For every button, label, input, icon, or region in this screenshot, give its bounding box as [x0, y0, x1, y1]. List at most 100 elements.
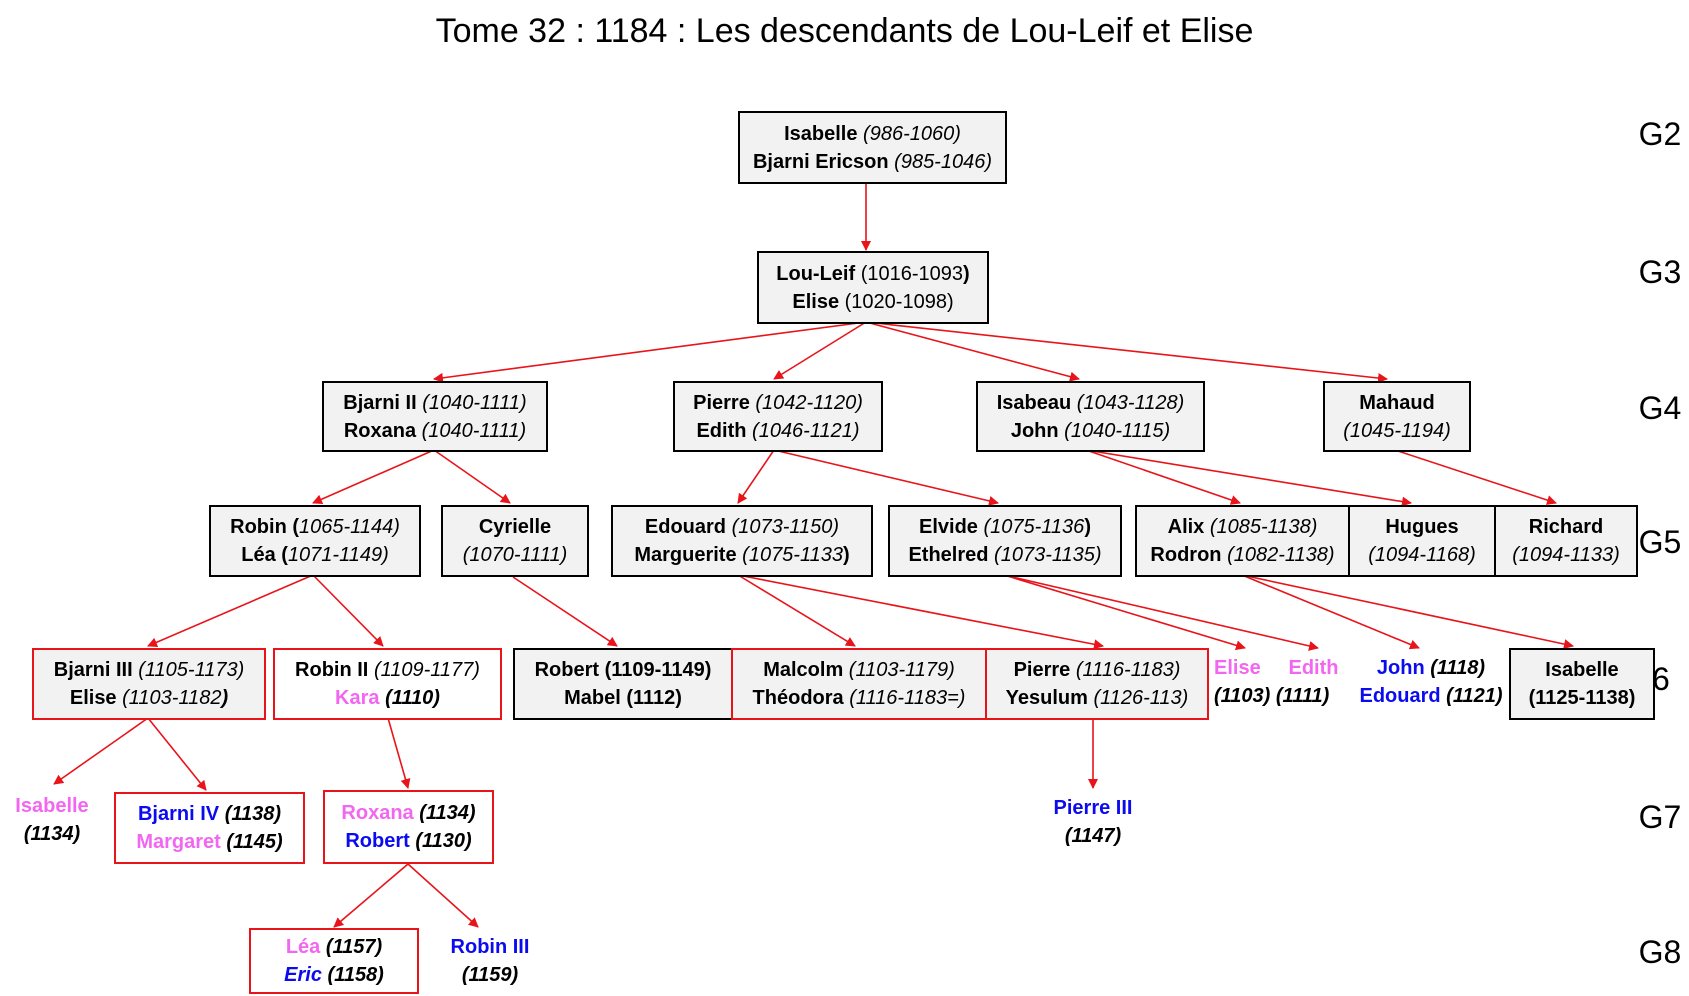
node-name: Edith	[696, 419, 747, 442]
node-robin2-kara: Robin II (1109-1177) Kara (1110)	[273, 648, 502, 720]
node-name: Isabelle	[15, 795, 89, 817]
edge-bjarni2-cyrielle	[433, 449, 511, 504]
node-name: Roxana	[341, 802, 414, 824]
node-name: Edouard	[1359, 685, 1441, 707]
edge-louleif-pierre	[773, 321, 867, 380]
node-dates: (1094-1168)	[1368, 544, 1476, 566]
edge-roxana-robin3	[407, 863, 479, 928]
edge-robin-bjarni3	[147, 574, 314, 648]
node-dates: (1045-1194)	[1343, 419, 1451, 442]
node-dates: (1111)	[1275, 685, 1330, 707]
node-dates: (1130)	[415, 830, 472, 852]
node-dates: (1073-1135)	[994, 544, 1102, 566]
generation-label-g2: G2	[1638, 116, 1682, 152]
node-dates: (1158)	[327, 964, 384, 986]
node-pierre3: Pierre III (1147)	[1033, 794, 1153, 850]
generation-label-g3: G3	[1638, 254, 1682, 290]
node-name: Elise	[1214, 657, 1261, 679]
node-name: Malcolm	[763, 659, 844, 681]
node-dates: (1094-1133)	[1512, 544, 1620, 566]
node-dates: (1126-113)	[1093, 687, 1189, 709]
node-dates: (1121)	[1446, 685, 1503, 707]
node-name: Richard	[1528, 516, 1604, 538]
node-name: Margaret	[136, 831, 221, 853]
edge-louleif-bjarni2	[433, 321, 867, 383]
node-cyrielle: Cyrielle (1070-1111)	[441, 505, 589, 577]
node-dates: (1116-1183=)	[849, 687, 966, 709]
node-robin3: Robin III (1159)	[438, 933, 542, 989]
node-dates: (1134)	[419, 802, 476, 824]
node-name: Elvide	[919, 516, 978, 538]
node-dates: 1071-1149)	[287, 544, 389, 566]
node-name: Léa	[241, 544, 276, 566]
node-dates: (1073-1150)	[731, 516, 840, 538]
node-dates: (1070-1111)	[462, 544, 568, 566]
node-dates: 1065-1144)	[299, 516, 400, 538]
node-name: Alix	[1167, 516, 1205, 538]
edge-edouard-pierre	[737, 574, 1104, 650]
node-isabelle-bjarni-ericson: Isabelle (986-1060) Bjarni Ericson (985-…	[738, 111, 1007, 184]
node-dates: (1157)	[325, 936, 383, 958]
node-robin-lea: Robin (1065-1144) Léa (1071-1149)	[209, 505, 421, 577]
node-name: Yesulum	[1005, 687, 1088, 709]
generation-label-g5: G5	[1638, 524, 1682, 560]
node-dates: (1109-1177)	[373, 659, 480, 681]
node-dates: (985-1046)	[894, 150, 992, 173]
node-name: Théodora	[752, 687, 844, 709]
node-bjarni2-roxana: Bjarni II (1040-1111) Roxana (1040-1111)	[322, 381, 548, 452]
node-dates: (1040-1111)	[422, 391, 527, 414]
node-dates: (1103-1179)	[848, 659, 955, 681]
node-dates: (1042-1120)	[755, 391, 863, 414]
node-name: Robert (1109-1149)	[534, 659, 712, 681]
edge-cyrielle-robert	[512, 576, 618, 647]
node-isabelle-g7: Isabelle (1134)	[4, 792, 100, 848]
node-richard: Richard (1094-1133)	[1494, 505, 1638, 577]
node-dates: (1116-1183)	[1075, 659, 1181, 681]
node-dates: (1138)	[224, 803, 282, 825]
node-name: Kara	[335, 687, 380, 709]
node-hugues: Hugues (1094-1168)	[1348, 505, 1496, 577]
node-bjarni4-margaret: Bjarni IV (1138) Margaret (1145)	[114, 792, 305, 864]
node-isabelle-g6: Isabelle (1125-1138)	[1509, 648, 1655, 720]
generation-label-g4: G4	[1638, 390, 1682, 426]
node-name: Pierre III	[1053, 797, 1133, 819]
node-dates: (1159)	[461, 964, 519, 986]
node-name: Robert	[345, 830, 410, 852]
node-name: Lou-Leif	[776, 262, 856, 285]
edge-louleif-isabeau	[865, 321, 1080, 382]
node-mahaud: Mahaud (1045-1194)	[1323, 381, 1471, 452]
edge-bjarni3-bjarni4	[147, 717, 207, 791]
node-isabeau-john: Isabeau (1043-1128) John (1040-1115)	[976, 381, 1205, 452]
edge-bjarni2-robin	[312, 449, 435, 504]
node-dates: (1043-1128)	[1076, 391, 1185, 414]
node-name: John	[1376, 657, 1425, 679]
edge-alix-john	[1241, 574, 1420, 650]
node-dates: (1110)	[385, 687, 440, 709]
node-name: Edith	[1288, 657, 1339, 679]
generation-label-g8: G8	[1638, 934, 1682, 970]
node-name: Rodron	[1150, 544, 1222, 566]
node-dates: (1082-1138)	[1227, 544, 1335, 566]
node-name: Mahaud	[1359, 391, 1435, 414]
node-name: Mabel (1112)	[564, 687, 682, 709]
node-name: Cyrielle	[478, 516, 552, 538]
node-malcolm-theodora: Malcolm (1103-1179) Théodora (1116-1183=…	[731, 648, 987, 720]
node-name: Robin III	[450, 936, 530, 958]
node-name: John	[1010, 419, 1059, 442]
edge-robin-robin2	[312, 574, 384, 647]
node-bjarni3-elise: Bjarni III (1105-1173) Elise (1103-1182)	[32, 648, 266, 720]
generation-label-g6: 6	[1652, 661, 1670, 697]
node-name: Hugues	[1385, 516, 1459, 538]
node-name: Isabeau	[996, 391, 1072, 414]
node-louleif-elise: Lou-Leif (1016-1093) Elise (1020-1098)	[757, 251, 989, 324]
node-dates: (1016-1093	[860, 262, 964, 285]
node-name: Robin II	[295, 659, 369, 681]
edge-isabeau-alix	[1085, 449, 1241, 505]
node-dates: (1103)	[1214, 685, 1271, 707]
node-lea-eric: Léa (1157) Eric (1158)	[249, 928, 419, 994]
edge-pierre-edouard	[737, 449, 775, 504]
node-name: Isabelle	[784, 122, 858, 145]
edge-mahaud-richard	[1394, 449, 1557, 505]
node-dates: (1040-1111)	[421, 419, 527, 442]
